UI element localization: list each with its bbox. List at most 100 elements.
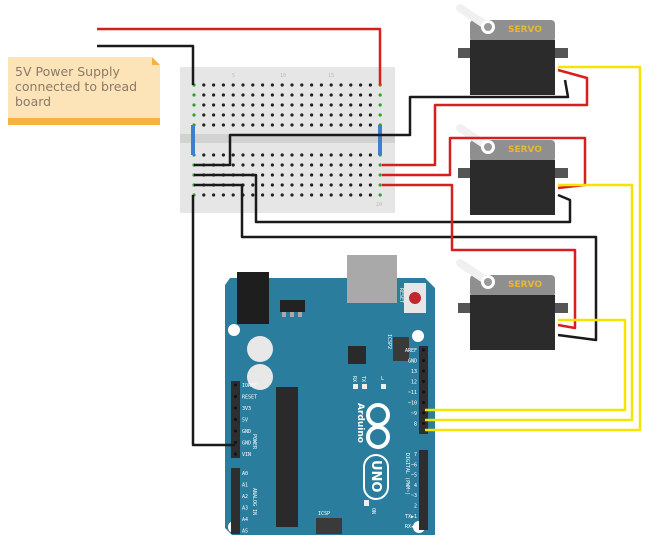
breadboard-hole[interactable] xyxy=(368,103,372,107)
breadboard-hole[interactable] xyxy=(300,93,304,97)
breadboard-hole[interactable] xyxy=(339,173,343,177)
signal-wire-servo1[interactable] xyxy=(425,65,642,432)
breadboard-hole[interactable] xyxy=(212,103,216,107)
breadboard-hole[interactable] xyxy=(359,113,363,117)
breadboard-hole[interactable] xyxy=(378,163,382,167)
breadboard-hole[interactable] xyxy=(251,93,255,97)
breadboard-hole[interactable] xyxy=(349,193,353,197)
breadboard-hole[interactable] xyxy=(270,173,274,177)
breadboard-hole[interactable] xyxy=(231,153,235,157)
breadboard-hole[interactable] xyxy=(329,163,333,167)
breadboard-hole[interactable] xyxy=(349,173,353,177)
breadboard-hole[interactable] xyxy=(251,123,255,127)
breadboard-hole[interactable] xyxy=(231,103,235,107)
breadboard-hole[interactable] xyxy=(231,163,235,167)
breadboard-hole[interactable] xyxy=(300,153,304,157)
ground-wire-supply[interactable] xyxy=(97,44,195,85)
breadboard-hole[interactable] xyxy=(270,193,274,197)
breadboard-hole[interactable] xyxy=(221,153,225,157)
breadboard-hole[interactable] xyxy=(319,83,323,87)
ground-wire-servo1[interactable] xyxy=(194,79,570,167)
breadboard-hole[interactable] xyxy=(202,123,206,127)
breadboard-hole[interactable] xyxy=(359,93,363,97)
signal-wire-servo2[interactable] xyxy=(425,183,634,422)
breadboard-hole[interactable] xyxy=(270,103,274,107)
breadboard-hole[interactable] xyxy=(359,173,363,177)
breadboard-hole[interactable] xyxy=(231,83,235,87)
breadboard-hole[interactable] xyxy=(378,183,382,187)
ground-wire-arduino[interactable] xyxy=(191,195,235,447)
breadboard-hole[interactable] xyxy=(290,83,294,87)
breadboard-hole[interactable] xyxy=(378,93,382,97)
breadboard-hole[interactable] xyxy=(349,183,353,187)
breadboard-hole[interactable] xyxy=(212,153,216,157)
breadboard-hole[interactable] xyxy=(241,153,245,157)
breadboard-hole[interactable] xyxy=(280,183,284,187)
breadboard-hole[interactable] xyxy=(270,183,274,187)
breadboard-hole[interactable] xyxy=(280,83,284,87)
breadboard-hole[interactable] xyxy=(251,103,255,107)
breadboard-hole[interactable] xyxy=(261,113,265,117)
breadboard-hole[interactable] xyxy=(261,153,265,157)
power-wire-supply[interactable] xyxy=(97,27,382,85)
breadboard-hole[interactable] xyxy=(202,93,206,97)
breadboard-hole[interactable] xyxy=(349,103,353,107)
breadboard-hole[interactable] xyxy=(310,153,314,157)
breadboard-hole[interactable] xyxy=(251,193,255,197)
breadboard-hole[interactable] xyxy=(290,183,294,187)
breadboard-hole[interactable] xyxy=(300,183,304,187)
breadboard-hole[interactable] xyxy=(359,83,363,87)
breadboard-hole[interactable] xyxy=(368,193,372,197)
breadboard-hole[interactable] xyxy=(280,93,284,97)
breadboard-hole[interactable] xyxy=(261,83,265,87)
breadboard-hole[interactable] xyxy=(300,163,304,167)
breadboard-hole[interactable] xyxy=(378,103,382,107)
breadboard-hole[interactable] xyxy=(359,193,363,197)
breadboard-hole[interactable] xyxy=(231,123,235,127)
breadboard-hole[interactable] xyxy=(310,123,314,127)
breadboard-hole[interactable] xyxy=(280,173,284,177)
signal-wire-servo3[interactable] xyxy=(425,318,627,412)
breadboard-hole[interactable] xyxy=(319,103,323,107)
breadboard-hole[interactable] xyxy=(368,183,372,187)
breadboard-hole[interactable] xyxy=(310,173,314,177)
breadboard-hole[interactable] xyxy=(329,173,333,177)
breadboard-hole[interactable] xyxy=(290,123,294,127)
breadboard-hole[interactable] xyxy=(378,113,382,117)
breadboard-hole[interactable] xyxy=(251,153,255,157)
breadboard-hole[interactable] xyxy=(202,193,206,197)
breadboard-hole[interactable] xyxy=(261,173,265,177)
breadboard-hole[interactable] xyxy=(319,123,323,127)
breadboard-hole[interactable] xyxy=(329,123,333,127)
reset-button[interactable] xyxy=(409,292,421,304)
breadboard-hole[interactable] xyxy=(329,113,333,117)
breadboard-hole[interactable] xyxy=(368,93,372,97)
breadboard-hole[interactable] xyxy=(241,113,245,117)
breadboard-hole[interactable] xyxy=(339,153,343,157)
breadboard-hole[interactable] xyxy=(349,83,353,87)
breadboard-hole[interactable] xyxy=(300,83,304,87)
breadboard-hole[interactable] xyxy=(329,153,333,157)
breadboard-hole[interactable] xyxy=(261,163,265,167)
breadboard-hole[interactable] xyxy=(221,123,225,127)
breadboard-hole[interactable] xyxy=(339,163,343,167)
breadboard-hole[interactable] xyxy=(310,183,314,187)
breadboard-hole[interactable] xyxy=(290,193,294,197)
breadboard-hole[interactable] xyxy=(280,123,284,127)
breadboard-hole[interactable] xyxy=(310,93,314,97)
breadboard-hole[interactable] xyxy=(251,163,255,167)
breadboard-hole[interactable] xyxy=(339,103,343,107)
breadboard-hole[interactable] xyxy=(310,113,314,117)
breadboard-hole[interactable] xyxy=(192,113,196,117)
breadboard-hole[interactable] xyxy=(310,163,314,167)
breadboard-hole[interactable] xyxy=(221,113,225,117)
breadboard-hole[interactable] xyxy=(221,103,225,107)
breadboard-hole[interactable] xyxy=(319,93,323,97)
breadboard-hole[interactable] xyxy=(329,183,333,187)
breadboard-hole[interactable] xyxy=(349,113,353,117)
breadboard-hole[interactable] xyxy=(270,163,274,167)
breadboard-hole[interactable] xyxy=(202,103,206,107)
breadboard-hole[interactable] xyxy=(261,123,265,127)
breadboard-hole[interactable] xyxy=(280,163,284,167)
breadboard-hole[interactable] xyxy=(319,163,323,167)
